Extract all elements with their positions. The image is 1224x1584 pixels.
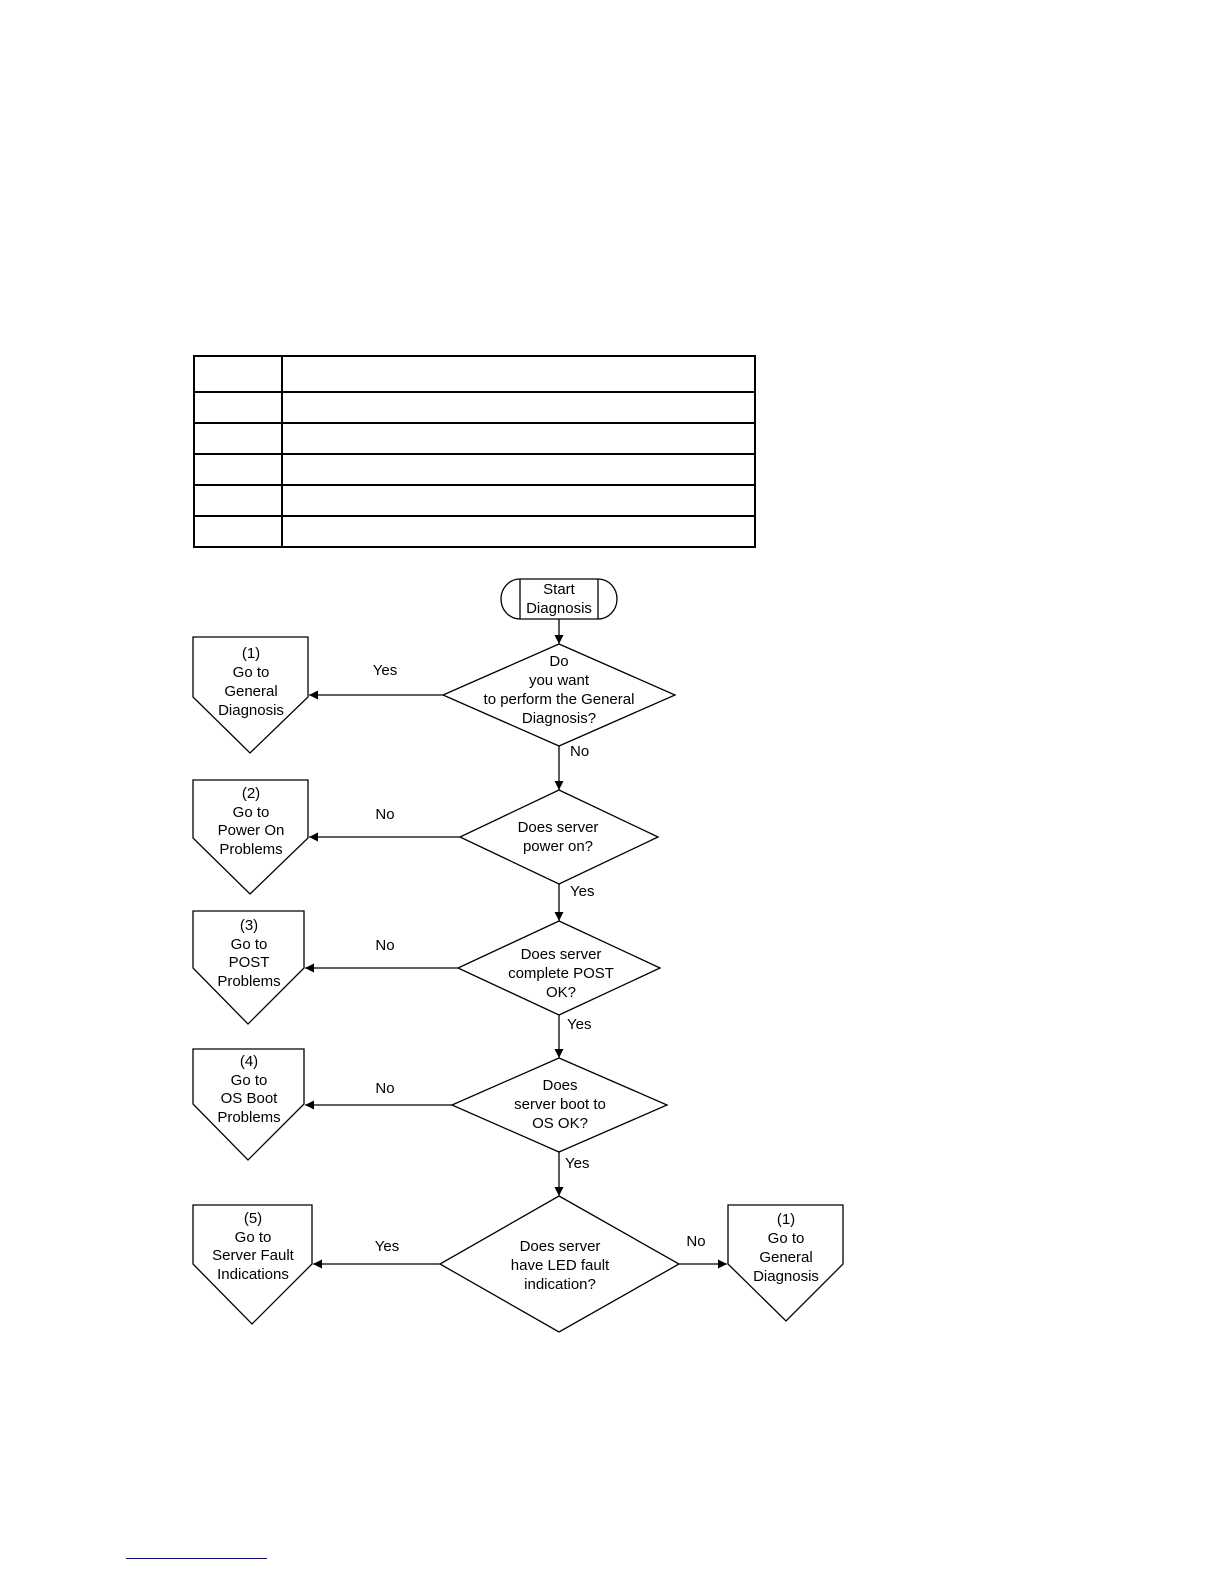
offpage-2-line1: (2) [242, 785, 260, 802]
decision-2-line2: power on? [523, 838, 593, 855]
q1-no-label: No [570, 743, 589, 760]
offpage-post-problems: (3) Go to POST Problems [192, 910, 305, 1025]
offpage-2-line3: Power On [218, 822, 285, 839]
offpage-3-line4: Problems [217, 973, 280, 990]
decision-3-line3: OK? [546, 984, 576, 1001]
offpage-4-line3: OS Boot [221, 1090, 279, 1107]
reference-description-cell [281, 515, 756, 548]
decision-1-line1: Do [549, 653, 568, 670]
offpage-5-line1: (5) [244, 1210, 262, 1227]
start-terminator: Start Diagnosis [500, 578, 618, 620]
q5-no-label: No [686, 1233, 705, 1250]
decision-4-line1: Does [542, 1077, 577, 1094]
start-label-line1: Start [543, 581, 576, 598]
decision-5-line3: indication? [524, 1276, 596, 1293]
reference-description-cell [281, 391, 756, 424]
offpage-4-line4: Problems [217, 1109, 280, 1126]
q1-yes-label: Yes [373, 662, 397, 679]
offpage-3-line2: Go to [231, 936, 268, 953]
q3-yes-label: Yes [567, 1016, 591, 1033]
reference-table-row [193, 453, 756, 486]
offpage-3-line1: (3) [240, 917, 258, 934]
reference-key-cell [193, 422, 283, 455]
decision-1-line2: you want [529, 672, 590, 689]
offpage-server-fault-indications: (5) Go to Server Fault Indications [192, 1204, 313, 1325]
reference-table-row [193, 484, 756, 517]
offpage-3-line3: POST [229, 954, 270, 971]
decision-5-line2: have LED fault [511, 1257, 610, 1274]
decision-post-ok: Does server complete POST OK? [456, 920, 662, 1016]
decision-3-line1: Does server [521, 946, 602, 963]
reference-description-cell [281, 484, 756, 517]
flow-connectors [305, 619, 727, 1269]
decision-5-line1: Does server [520, 1238, 601, 1255]
offpage-6-line1: (1) [777, 1211, 795, 1228]
decision-3-line2: complete POST [508, 965, 614, 982]
offpage-os-boot-problems: (4) Go to OS Boot Problems [192, 1048, 305, 1161]
reference-table-row [193, 515, 756, 548]
offpage-1-line2: Go to [233, 664, 270, 681]
reference-key-cell [193, 453, 283, 486]
offpage-1-line3: General [224, 683, 277, 700]
decision-led-fault: Does server have LED fault indication? [438, 1195, 681, 1333]
reference-table-row [193, 391, 756, 424]
offpage-2-line4: Problems [219, 841, 282, 858]
decision-4-line3: OS OK? [532, 1115, 588, 1132]
offpage-6-line4: Diagnosis [753, 1268, 819, 1285]
offpage-4-line1: (4) [240, 1053, 258, 1070]
start-label-line2: Diagnosis [526, 600, 592, 617]
decision-2-line1: Does server [518, 819, 599, 836]
offpage-5-line2: Go to [235, 1229, 272, 1246]
offpage-general-diagnosis: (1) Go to General Diagnosis [192, 636, 309, 754]
decision-general-diagnosis: Do you want to perform the General Diagn… [441, 643, 677, 747]
reference-description-cell [281, 422, 756, 455]
offpage-5-line4: Indications [217, 1266, 289, 1283]
footnote-separator [126, 1558, 267, 1559]
q2-yes-label: Yes [570, 883, 594, 900]
decision-power-on: Does server power on? [458, 789, 660, 885]
reference-key-cell [193, 484, 283, 517]
offpage-general-diagnosis-2: (1) Go to General Diagnosis [727, 1204, 844, 1322]
offpage-2-line2: Go to [233, 804, 270, 821]
reference-description-cell [281, 355, 756, 393]
offpage-5-line3: Server Fault [212, 1247, 295, 1264]
decision-os-boot: Does server boot to OS OK? [450, 1057, 669, 1153]
offpage-4-line2: Go to [231, 1072, 268, 1089]
q3-no-label: No [375, 937, 394, 954]
reference-key-cell [193, 515, 283, 548]
offpage-6-line2: Go to [768, 1230, 805, 1247]
offpage-6-line3: General [759, 1249, 812, 1266]
offpage-1-line1: (1) [242, 645, 260, 662]
reference-table [193, 355, 756, 548]
decision-4-line2: server boot to [514, 1096, 606, 1113]
offpage-1-line4: Diagnosis [218, 702, 284, 719]
offpage-power-on-problems: (2) Go to Power On Problems [192, 779, 309, 895]
reference-table-row [193, 355, 756, 393]
reference-table-row [193, 422, 756, 455]
decision-1-line3: to perform the General [484, 691, 635, 708]
reference-key-cell [193, 391, 283, 424]
q2-no-label: No [375, 806, 394, 823]
q4-no-label: No [375, 1080, 394, 1097]
reference-table-body [193, 355, 756, 548]
reference-key-cell [193, 355, 283, 393]
q4-yes-label: Yes [565, 1155, 589, 1172]
reference-description-cell [281, 453, 756, 486]
decision-1-line4: Diagnosis? [522, 710, 596, 727]
q5-yes-label: Yes [375, 1238, 399, 1255]
